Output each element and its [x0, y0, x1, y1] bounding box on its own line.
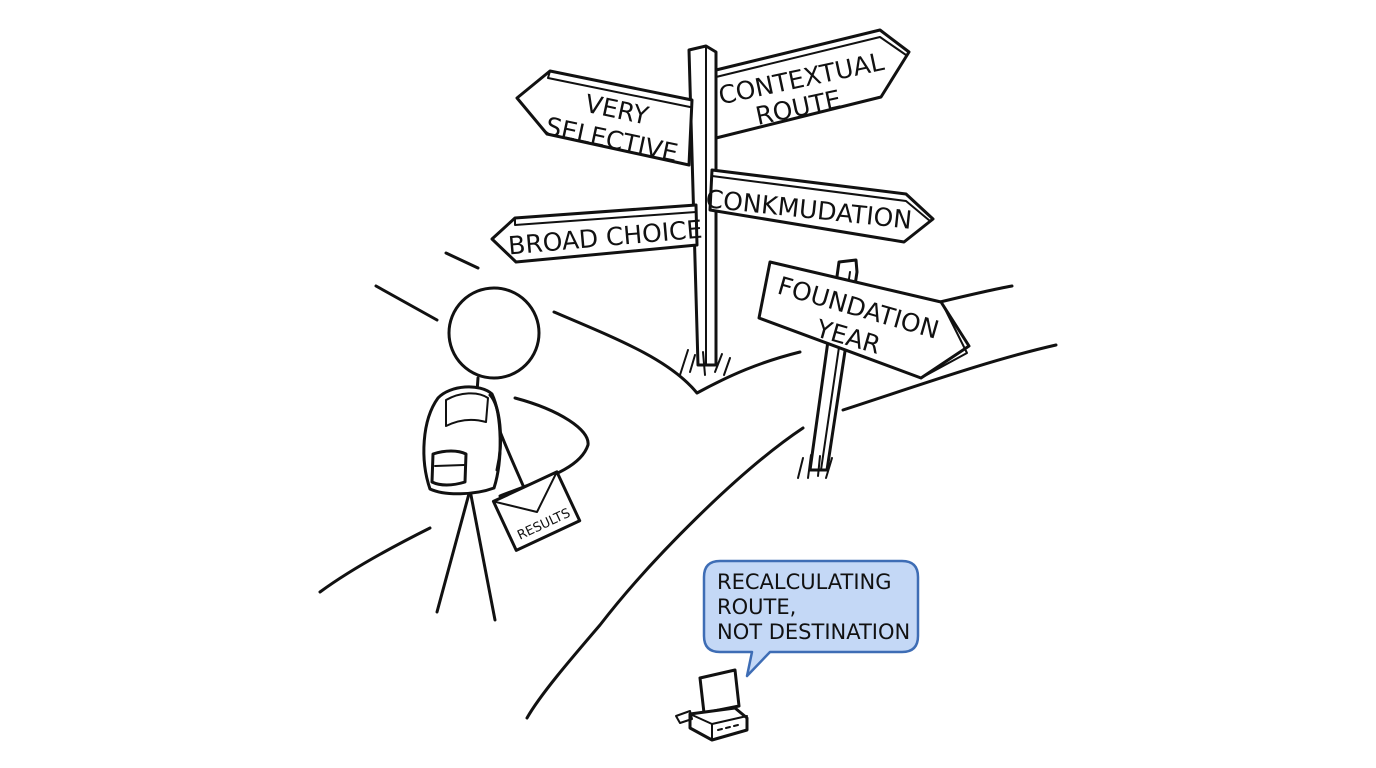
figure-leg-left: [435, 488, 472, 614]
sign-very-selective: VERY SELECTIVE: [515, 69, 694, 168]
figure-leg-right: [468, 488, 497, 622]
roads: [318, 251, 1058, 720]
figure-head: [447, 286, 541, 380]
speech-bubble-line-2: ROUTE,: [717, 595, 796, 619]
backpack-pocket-line: [434, 464, 465, 467]
speech-bubble-line-3: NOT DESTINATION: [717, 620, 910, 644]
sign-conkmudation: CONKMUDATION: [704, 168, 935, 244]
computer-case-edge: [689, 713, 748, 741]
speech-bubble-shape: [702, 559, 920, 678]
results-envelope: RESULTS: [491, 470, 582, 552]
computer-icon: [675, 668, 749, 742]
road-fork-edge: [552, 310, 802, 395]
speech-bubble-line-1: RECALCULATING: [717, 570, 892, 594]
road-front-right-edge: [525, 426, 805, 720]
road-front-left-edge-bottom: [318, 526, 432, 594]
sign-contextual-route: CONTEXTUAL ROUTE: [714, 28, 911, 140]
grass-tuft-main: [679, 349, 731, 376]
backpack-pocket: [430, 449, 468, 487]
sign-broad-choice: BROAD CHOICE: [490, 203, 703, 264]
computer-monitor: [698, 668, 741, 715]
road-left-edge-mid: [374, 284, 439, 322]
road-right-edge-bottom: [841, 343, 1058, 412]
grass-tuft-foundation: [797, 454, 833, 479]
speech-bubble: RECALCULATING ROUTE, NOT DESTINATION: [702, 559, 920, 678]
backpack: [422, 385, 503, 496]
sign-foundation-year: FOUNDATION YEAR: [757, 260, 971, 380]
foundation-signpost: FOUNDATION YEAR: [757, 258, 971, 479]
computer-keyboard: [675, 710, 693, 724]
envelope-flap: [492, 470, 558, 513]
main-signpost: VERY SELECTIVE CONTEXTUAL ROUTE CONKMUDA…: [490, 28, 935, 376]
computer-case: [688, 706, 749, 742]
road-right-edge-top: [938, 284, 1014, 304]
road-left-edge-top: [444, 251, 480, 270]
stick-figure: RESULTS: [422, 286, 582, 622]
backpack-strap: [488, 393, 503, 472]
computer-vents: [717, 724, 739, 731]
backpack-top-flap: [445, 392, 489, 427]
